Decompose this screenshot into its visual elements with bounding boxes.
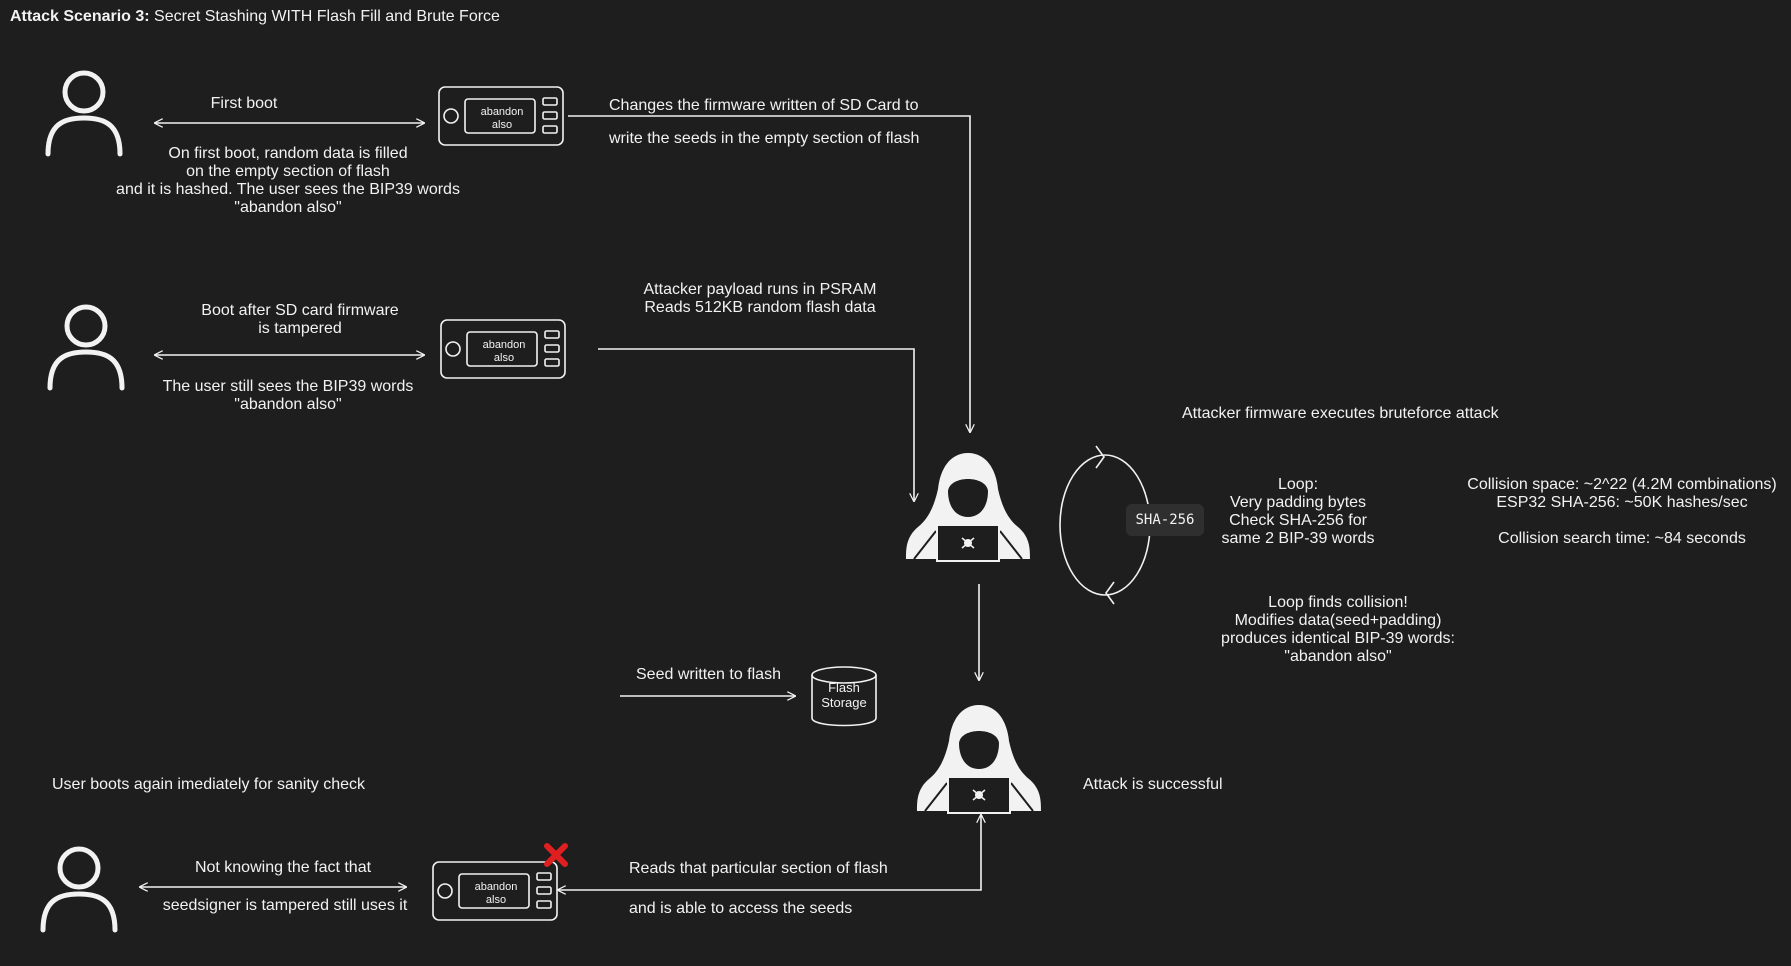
arrow (598, 348, 914, 501)
arrow (568, 115, 970, 432)
tampered-boot-label: Boot after SD card firmware is tampered (201, 302, 399, 337)
firmware-change-note-2: write the seeds in the empty section of … (609, 130, 920, 147)
collision-found-note: Loop finds collision! Modifies data(seed… (1221, 594, 1455, 665)
svg-text:abandon: abandon (475, 881, 518, 893)
tampered-boot-caption: The user still sees the BIP39 words "aba… (162, 378, 414, 413)
first-boot-caption: On first boot, random data is filled on … (116, 145, 460, 216)
seedsigner-device-icon: abandon also (432, 861, 558, 921)
svg-text:abandon: abandon (481, 106, 524, 118)
svg-text:also: also (492, 119, 512, 131)
seed-written-label: Seed written to flash (636, 666, 781, 683)
unaware-user-label-1: Not knowing the fact that (194, 859, 372, 876)
loop-description: Loop: Very padding bytes Check SHA-256 f… (1221, 476, 1375, 547)
page-title: Attack Scenario 3: Secret Stashing WITH … (10, 8, 500, 25)
hacker-icon (916, 704, 1042, 814)
arrow (558, 815, 981, 890)
reads-flash-note-1: Reads that particular section of flash (629, 860, 888, 877)
collision-stats: Collision space: ~2^22 (4.2M combination… (1467, 476, 1777, 547)
svg-text:also: also (486, 894, 506, 906)
user-icon (48, 73, 120, 154)
attack-success-label: Attack is successful (1083, 776, 1223, 793)
payload-note: Attacker payload runs in PSRAM Reads 512… (643, 281, 877, 316)
sanity-check-header: User boots again imediately for sanity c… (52, 776, 366, 793)
hacker-icon (905, 452, 1031, 562)
seedsigner-device-icon: abandon also (438, 86, 564, 146)
first-boot-label: First boot (210, 95, 278, 112)
bruteforce-header: Attacker firmware executes bruteforce at… (1182, 405, 1499, 422)
svg-text:abandon: abandon (483, 339, 526, 351)
firmware-change-note-1: Changes the firmware written of SD Card … (609, 97, 919, 114)
svg-text:also: also (494, 352, 514, 364)
unaware-user-label-2: seedsigner is tampered still uses it (162, 897, 408, 914)
seedsigner-device-icon: abandon also (440, 319, 566, 379)
tampered-cross-icon (544, 843, 568, 867)
user-icon (50, 307, 122, 388)
user-icon (43, 849, 115, 930)
flash-storage-icon (811, 666, 877, 727)
reads-flash-note-2: and is able to access the seeds (629, 900, 853, 917)
sha256-badge: SHA-256 (1126, 504, 1204, 536)
flash-storage-label: Flash Storage (821, 680, 867, 710)
